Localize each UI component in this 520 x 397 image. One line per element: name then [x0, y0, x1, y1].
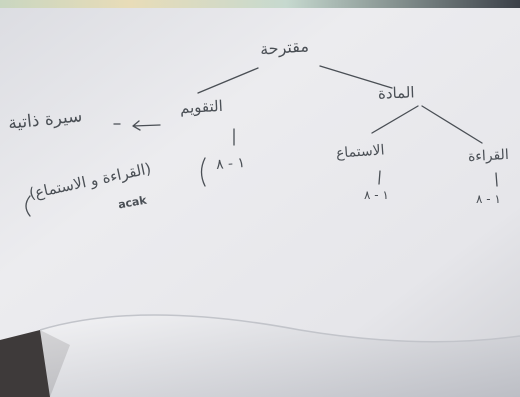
- listening-node-label: الاستماع: [335, 142, 386, 162]
- reading-node-range: ١ - ٨: [476, 192, 501, 206]
- line-root-right: [319, 65, 393, 89]
- line-right-to-listening: [371, 105, 419, 134]
- right-branch-label: المادة: [377, 83, 415, 103]
- root-node-label: مقترحة: [259, 36, 310, 59]
- tree-lines: [25, 65, 498, 217]
- listening-node-range: ١ - ٨: [364, 188, 389, 202]
- line-reading-down: [495, 172, 498, 187]
- line-right-to-reading: [421, 105, 483, 144]
- arrow-stroke: [132, 120, 161, 131]
- paren-left: [25, 195, 31, 217]
- reading-node-label: القراءة: [467, 146, 510, 166]
- paper-curl-edge: [39, 314, 520, 343]
- line-root-left: [197, 67, 259, 94]
- left-branch-range: ١ - ٨: [215, 155, 246, 173]
- left-branch-label: التقويم: [179, 96, 224, 118]
- line-listening-down: [378, 170, 381, 185]
- paren-right: [200, 157, 206, 187]
- left-branch-arrow: <—: [118, 112, 144, 128]
- paper-curl: [40, 315, 520, 397]
